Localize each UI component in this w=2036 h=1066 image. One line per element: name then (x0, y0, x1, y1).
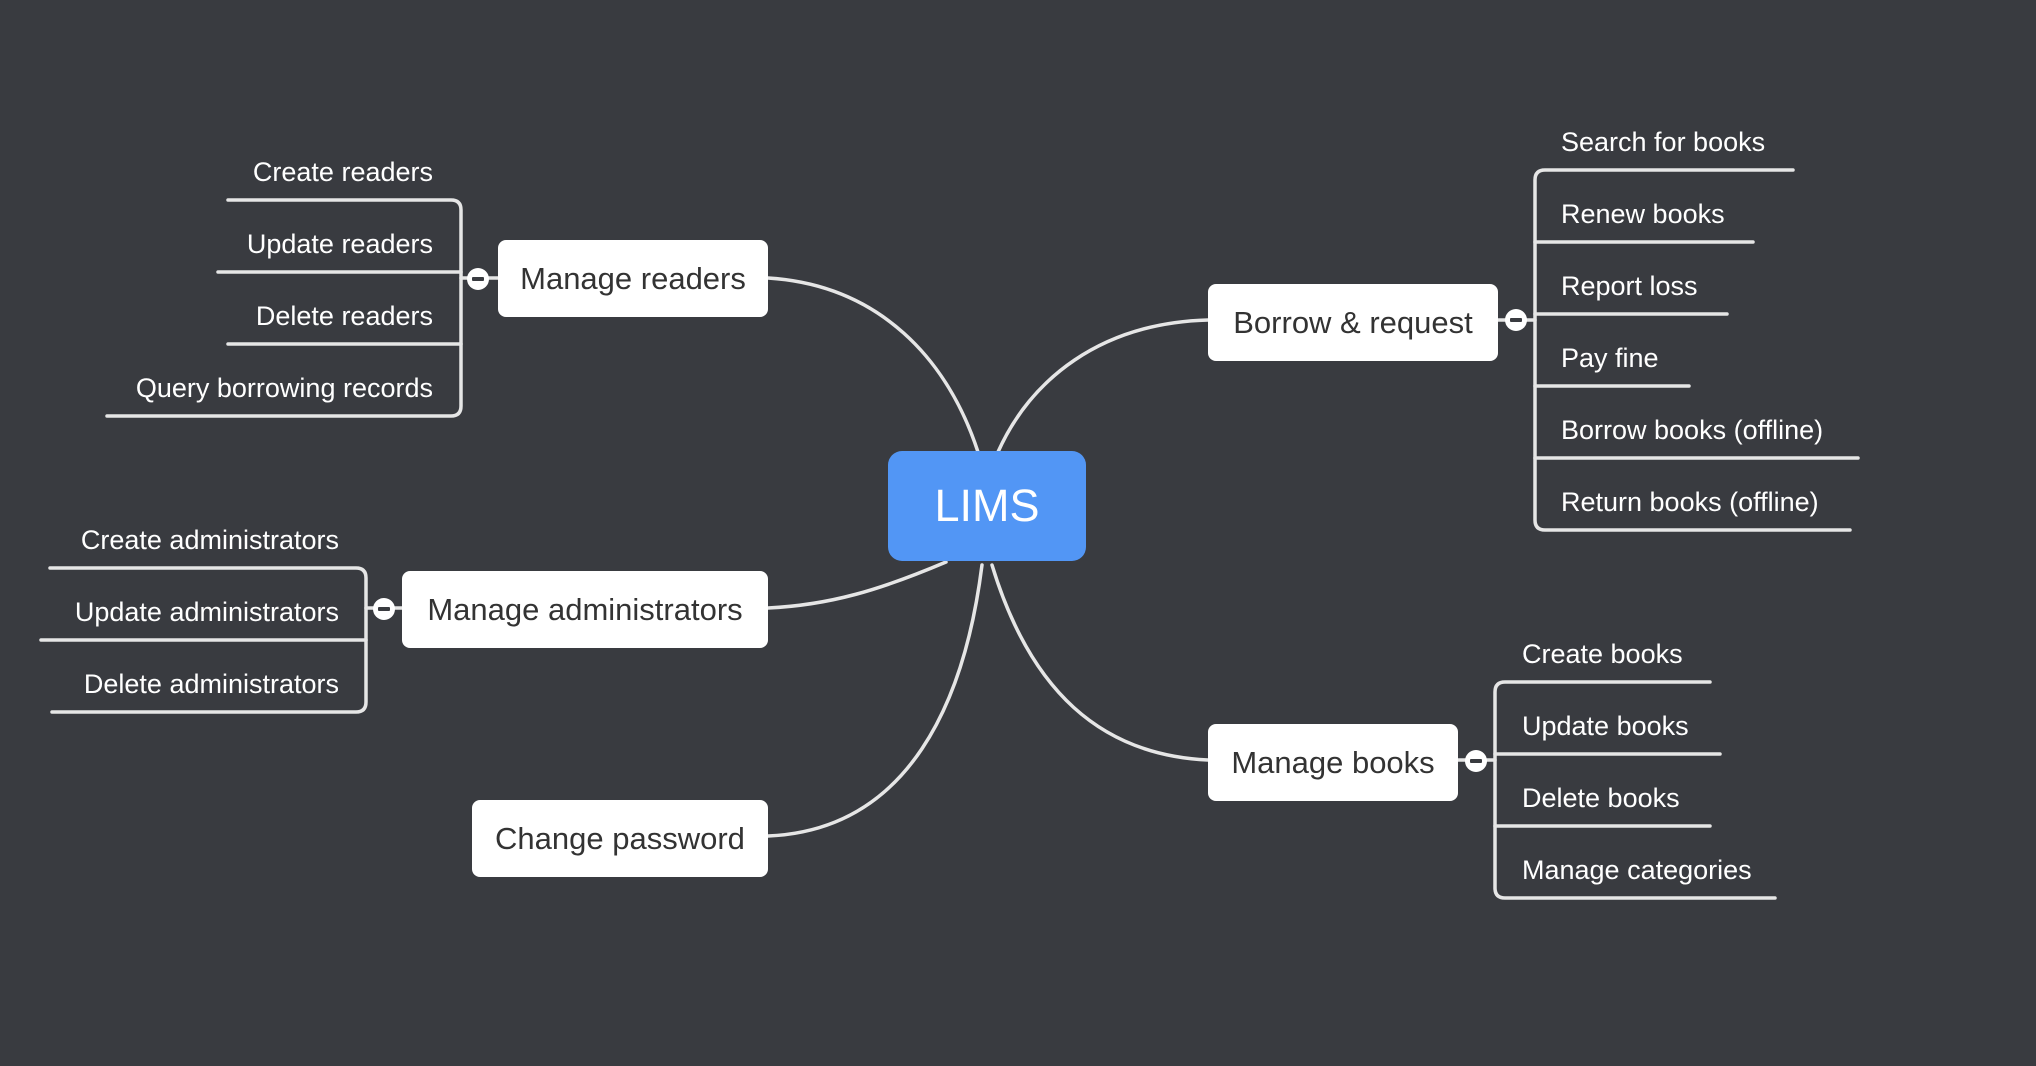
connector-root-manage-administrators (766, 560, 948, 610)
leaf-return-books-offline[interactable]: Return books (offline) (1561, 487, 1819, 517)
collapse-toggle-borrow-request[interactable] (1505, 309, 1527, 331)
leaf-manage-categories[interactable]: Manage categories (1522, 855, 1752, 885)
leaf-query-borrowing-records[interactable]: Query borrowing records (135, 373, 433, 403)
leaf-update-administrators[interactable]: Update administrators (74, 597, 339, 627)
node-label: Borrow & request (1233, 304, 1473, 340)
bracket-manage-books (1493, 680, 1777, 900)
collapse-toggle-manage-books[interactable] (1465, 750, 1487, 772)
leaf-create-administrators[interactable]: Create administrators (80, 525, 339, 555)
leaf-report-loss[interactable]: Report loss (1561, 271, 1698, 301)
leaf-pay-fine[interactable]: Pay fine (1561, 343, 1659, 373)
connector-root-manage-readers (766, 276, 980, 454)
bracket-manage-readers (105, 198, 463, 418)
bracket-borrow-request (1533, 168, 1852, 532)
leaf-update-readers[interactable]: Update readers (246, 229, 433, 259)
node-manage-administrators[interactable]: Manage administrators (402, 571, 768, 648)
root-label: LIMS (934, 480, 1040, 531)
leaf-create-readers[interactable]: Create readers (252, 157, 433, 187)
node-manage-books[interactable]: Manage books (1208, 724, 1458, 801)
node-label: Manage readers (520, 260, 746, 296)
leaf-delete-administrators[interactable]: Delete administrators (83, 669, 339, 699)
leaf-search-for-books[interactable]: Search for books (1561, 127, 1766, 157)
node-change-password[interactable]: Change password (472, 800, 768, 877)
leaf-delete-books[interactable]: Delete books (1522, 783, 1680, 813)
node-manage-readers[interactable]: Manage readers (498, 240, 768, 317)
leaf-delete-readers[interactable]: Delete readers (255, 301, 433, 331)
connector-root-change-password (766, 563, 984, 838)
leaf-renew-books[interactable]: Renew books (1561, 199, 1725, 229)
collapse-toggle-manage-readers[interactable] (467, 268, 489, 290)
node-borrow-request[interactable]: Borrow & request (1208, 284, 1498, 361)
connector-root-manage-books (990, 563, 1210, 762)
leaf-borrow-books-offline[interactable]: Borrow books (offline) (1561, 415, 1824, 445)
node-label: Change password (495, 820, 745, 856)
node-label: Manage books (1231, 744, 1435, 780)
node-label: Manage administrators (427, 591, 743, 627)
connector-root-borrow-request (996, 318, 1210, 454)
leaf-create-books[interactable]: Create books (1522, 639, 1683, 669)
leaf-update-books[interactable]: Update books (1522, 711, 1689, 741)
collapse-toggle-manage-administrators[interactable] (373, 598, 395, 620)
root-node[interactable]: LIMS (888, 451, 1086, 561)
